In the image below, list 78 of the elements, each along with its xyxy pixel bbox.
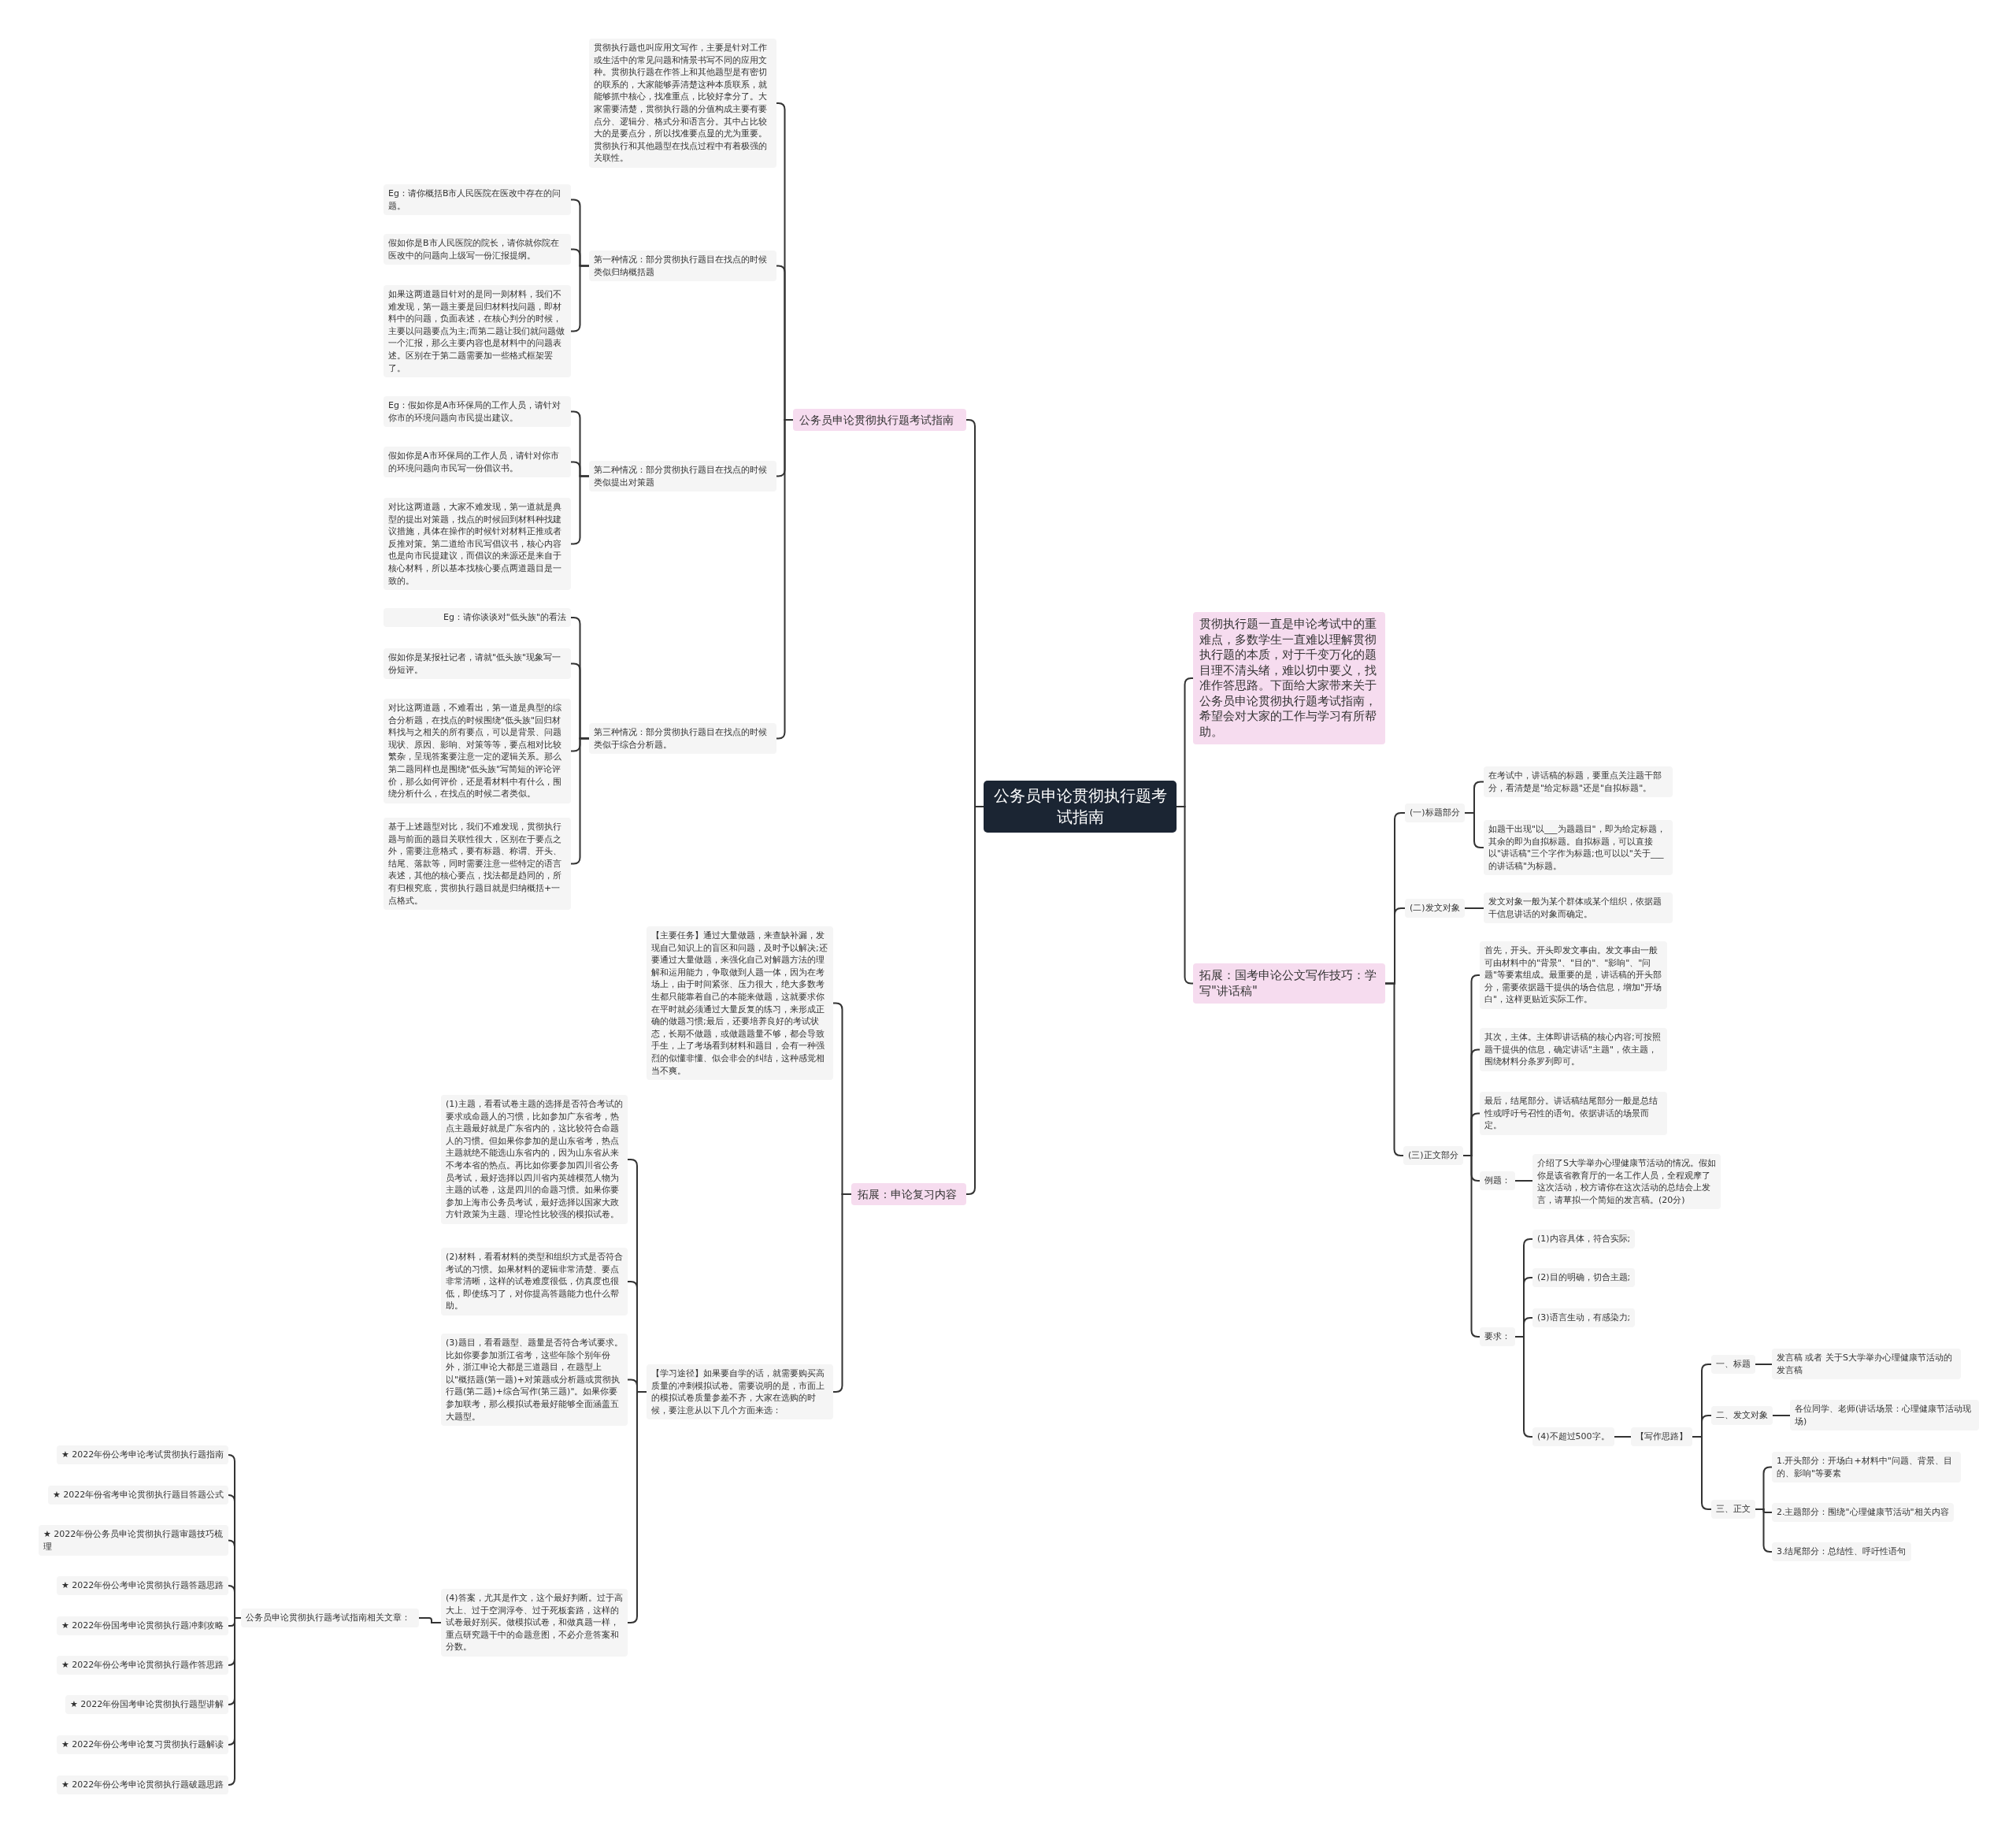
connector-line <box>1755 1364 1773 1365</box>
topic-box: 拓展：国考申论公文写作技巧：学写"讲话稿" <box>1193 963 1385 1004</box>
branch-label: (3)语言生动，有感染力; <box>1532 1308 1636 1327</box>
text-card: 假如你是A市环保局的工作人员，请针对你市的环境问题向市民写一份倡议书。 <box>384 447 571 478</box>
connector-line <box>832 1193 852 1393</box>
text-card: 对比这两道题，不难看出，第一道是典型的综合分析题，在找点的时候围绕"低头族"回归材料找与之相关的所有要点，可以是背景、问题现状、原因、影响、对策等等，要点相对比较繁杂，呈现答案要注意一定的逻辑关系。那么第二题同样也是围绕"低头族"写简短的评论评价，那么如何评价，还是看材料中有什么，围绕分析什么，在找点的时候二者类似。 <box>384 699 571 803</box>
text-card: 最后，结尾部分。讲话稿结尾部分一般是总结性或呼吁号召性的语句。依据讲话的场景而定。 <box>1480 1092 1667 1135</box>
connector-line <box>1462 1155 1480 1338</box>
connector-line <box>1384 982 1404 1156</box>
branch-label: 要求： <box>1480 1327 1515 1346</box>
connector-line <box>1464 812 1484 848</box>
topic-box: 公务员申论贯彻执行题考试指南 <box>793 409 966 431</box>
connector-line <box>418 1617 442 1623</box>
text-card: 【学习途径】如果要自学的话，就需要购买高质量的冲刺模拟试卷。需要说明的是，市面上的模拟试卷质量参差不齐，大家在选购的时候，要注意从以下几个方面来选： <box>647 1364 833 1420</box>
text-card: Eg：请你概括B市人民医院在医改中存在的问题。 <box>384 184 571 216</box>
article-link-item: ★ 2022年份公考申论考试贯彻执行题指南 <box>57 1445 229 1464</box>
text-card: 在考试中，讲话稿的标题，要重点关注题干部分，看清楚是"给定标题"还是"自拟标题"。 <box>1484 766 1673 798</box>
topic-box: 拓展：申论复习内容 <box>851 1183 966 1205</box>
article-link-item: ★ 2022年份省考申论贯彻执行题目答题公式 <box>48 1486 229 1505</box>
connector-line <box>1176 806 1194 985</box>
branch-label: (三)正文部分 <box>1403 1146 1463 1165</box>
text-card: 第三种情况：部分贯彻执行题目在找点的时候类似于综合分析题。 <box>589 723 776 755</box>
text-card: Eg：假如你是A市环保局的工作人员，请针对你市的环境问题向市民提出建议。 <box>384 396 571 428</box>
article-link-item: ★ 2022年份国考申论贯彻执行题型讲解 <box>65 1695 229 1714</box>
text-card: 发文对象一般为某个群体或某个组织，依据题干信息讲话的对象而确定。 <box>1484 892 1673 924</box>
text-card: 如果这两道题目针对的是同一则材料，我们不难发现，第一题主要是回归材料找问题，即材料中的问题，负面表述，在核心判分的时候，主要以问题要点为主;而第二题让我们就问题做一个汇报，那么主要内容也是材料中的问题表述。区别在于第二题需要加一些格式框架罢了。 <box>384 285 571 378</box>
article-link-item: ★ 2022年份公考申论贯彻执行题作答思路 <box>57 1656 229 1675</box>
text-card: 【主要任务】通过大量做题，来查缺补漏，发现自己知识上的盲区和问题，及时予以解决;还要通过大量做题，来强化自己对解题方法的理解和运用能力，争取做到人题一体，因为在考场上，由于时间紧张、压力很大，绝大多数考生都只能靠着自己的本能来做题，这就要求你在平时就必须通过大量反复的练习，来形成正确的做题习惯;最后，还要培养良好的考试状态，长期不做题，或做题题量不够，都会导致手生，上了考场看到材料和题目，会有一种强烈的似懂非懂、似会非会的纠结，这种感觉相当不爽。 <box>647 926 833 1081</box>
connector-line <box>228 1617 242 1786</box>
branch-label: 二、发文对象 <box>1711 1406 1773 1425</box>
text-card: 如题干出现"以___为题题目"，即为给定标题，其余的即为自拟标题。自拟标题，可以直接以"讲话稿"三个字作为标题;也可以以"关于___的讲话稿"为标题。 <box>1484 820 1673 876</box>
text-card: 第一种情况：部分贯彻执行题目在找点的时候类似归纳概括题 <box>589 250 776 282</box>
article-link-item: ★ 2022年份公考申论贯彻执行题破题思路 <box>57 1775 229 1794</box>
connector-line <box>627 1391 647 1623</box>
text-card: 1.开头部分：开场白+材料中"问题、背景、目的、影响"等要素 <box>1772 1452 1961 1483</box>
connector-line <box>1514 1180 1533 1182</box>
branch-label: 一、标题 <box>1711 1355 1755 1374</box>
connector-line <box>1755 1508 1773 1553</box>
text-card: 第二种情况：部分贯彻执行题目在找点的时候类似提出对策题 <box>589 461 776 492</box>
text-card: 首先，开头。开头即发文事由。发文事由一般可由材料中的"背景"、"目的"、"影响"、"问题"等要素组成。最重要的是，讲话稿的开头部分，需要依据题干提供的场合信息，增加"开场白"，这样更贴近实际工作。 <box>1480 941 1667 1009</box>
central-topic-box: 公务员申论贯彻执行题考试指南 <box>984 781 1177 833</box>
text-card: 假如你是B市人民医院的院长，请你就你院在医改中的问题向上级写一份汇报提纲。 <box>384 234 571 265</box>
text-card: 公务员申论贯彻执行题考试指南相关文章： <box>241 1609 419 1627</box>
connector-line <box>1772 1415 1791 1416</box>
text-card: 发言稿 或者 关于S大学举办心理健康节活动的发言稿 <box>1772 1349 1961 1380</box>
branch-label: (2)目的明确，切合主题; <box>1532 1268 1636 1287</box>
branch-label: (一)标题部分 <box>1405 803 1465 822</box>
connector-line <box>570 737 590 865</box>
connector-line <box>1614 1436 1632 1438</box>
article-link-item: ★ 2022年份公务员申论贯彻执行题审题技巧梳理 <box>39 1525 228 1557</box>
text-card: (3)题目，看看题型、题量是否符合考试要求。比如你要参加浙江省考，这些年除个别年份外，浙江申论大都是三道题目，在题型上以"概括题(第一题)+对策题或分析题或贯彻执行题(第二题)+综合写作(第三题)"。如果你要参加联考，那么模拟试卷最好能够全面涵盖五大题型。 <box>441 1334 628 1427</box>
text-card: Eg：请你谈谈对"低头族"的看法 <box>384 608 571 627</box>
topic-box: 贯彻执行题一直是申论考试中的重难点，多数学生一直难以理解贯彻执行题的本质，对于千变万化的题目理不清头绪，难以切中要义，找准作答思路。下面给大家带来关于公务员申论贯彻执行题考试指南，希望会对大家的工作与学习有所帮助。 <box>1193 612 1385 744</box>
text-card: 基于上述题型对比，我们不难发现，贯彻执行题与前面的题目关联性很大，区别在于要点之外，需要注意格式，要有标题、称谓、开头、结尾、落款等，同时需要注意一些特定的语言表述，其他的核心要点，找法都是趋同的，所有归根究底，贯彻执行题目就是归纳概括+一点格式。 <box>384 818 571 911</box>
branch-label: 3.结尾部分：总结性、呼吁性语句 <box>1772 1542 1911 1561</box>
connector-line <box>1464 907 1484 909</box>
text-card: 各位同学、老师(讲话场景：心理健康节活动现场) <box>1790 1400 1979 1431</box>
text-card: (2)材料，看看材料的类型和组织方式是否符合考试的习惯。如果材料的逻辑非常清楚、要点非常清晰，这样的试卷难度很低，仿真度也很低，即使练习了，对你提高答题能力也什么帮助。 <box>441 1248 628 1315</box>
branch-label: (二)发文对象 <box>1405 899 1465 918</box>
connector-line <box>1692 1436 1712 1510</box>
text-card: 对比这两道题，大家不难发现，第一道就是典型的提出对策题，找点的时候回到材料种找建议措施，具体在操作的时候针对材料正推或者反推对策。第二道给市民写倡议书，核心内容也是向市民提建议，而倡议的来源还是来自于核心材料，所以基本找核心要点两道题目是一致的。 <box>384 498 571 591</box>
text-card: (1)主题，看看试卷主题的选择是否符合考试的要求或命题人的习惯，比如参加广东省考，热点主题最好就是广东省内的，这比较符合命题人的习惯。但如果你参加的是山东省考，热点主题就绝不能选山东省内的，因为山东省从来不考本省的热点。再比如你要参加四川省公务员考试，最好选择以四川省内英雄模范人物为主题的试卷，这是四川的命题习惯。如果你要参加上海市公务员考试，最好选择以国家大政方针政策为主题、理论性比较强的模拟试卷。 <box>441 1095 628 1224</box>
text-card: 贯彻执行题也叫应用文写作，主要是针对工作或生活中的常见问题和情景书写不同的应用文种。贯彻执行题在作答上和其他题型是有密切的联系的，大家能够弄清楚这种本质联系，就能够抓中核心，找准重点，比较好拿分了。大家需要清楚，贯彻执行题的分值构成主要有要点分、逻辑分、格式分和语言分。其中占比较大的是要点分，所以找准要点显的尤为重要。贯彻执行和其他题型在找点过程中有着极强的关联性。 <box>589 39 776 168</box>
branch-label: 三、正文 <box>1711 1500 1755 1519</box>
article-link-item: ★ 2022年份公考申论复习贯彻执行题解读 <box>57 1735 229 1754</box>
article-link-item: ★ 2022年份公考申论贯彻执行题答题思路 <box>57 1576 229 1595</box>
text-card: (4)答案，尤其是作文，这个最好判断。过于高大上、过于空洞浮夸、过于死板套路，这样的试卷最好别买。做模拟试卷，和做真题一样，重点研究题干中的命题意图，不必介意答案和分数。 <box>441 1589 628 1657</box>
connector-line <box>570 475 590 545</box>
branch-label: 例题： <box>1480 1171 1515 1190</box>
text-card: 其次，主体。主体即讲话稿的核心内容;可按照题干提供的信息，确定讲话"主题"，依主题，围绕材料分条罗列即可。 <box>1480 1028 1667 1071</box>
branch-label: 【写作思路】 <box>1631 1427 1692 1446</box>
connector-line <box>570 265 590 332</box>
branch-label: 2.主题部分：围绕"心理健康节活动"相关内容 <box>1772 1503 1954 1522</box>
text-card: 介绍了S大学举办心理健康节活动的情况。假如你是该省教育厅的一名工作人员，全程观摩了这次活动，校方请你在这次活动的总结会上发言，请草拟一个简短的发言稿。(20分) <box>1532 1154 1721 1210</box>
branch-label: (4)不超过500字。 <box>1532 1427 1614 1446</box>
article-link-item: ★ 2022年份国考申论贯彻执行题冲刺攻略 <box>57 1616 229 1635</box>
text-card: 假如你是某报社记者，请就"低头族"现象写一份短评。 <box>384 648 571 680</box>
branch-label: (1)内容具体，符合实际; <box>1532 1230 1636 1249</box>
